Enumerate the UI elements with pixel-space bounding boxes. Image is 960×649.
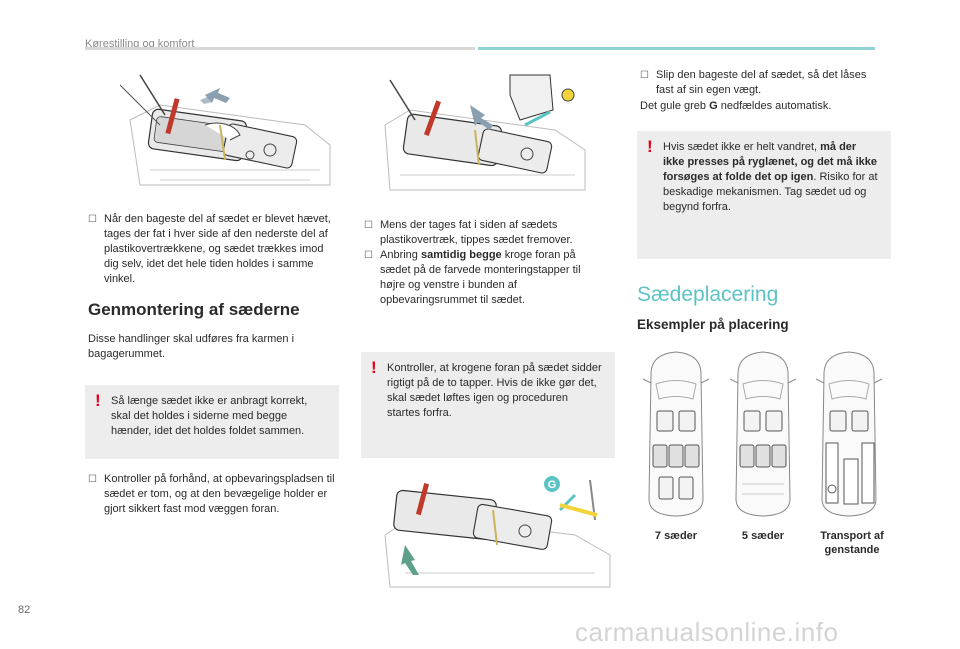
instruction-bullet: ☐ Slip den bageste del af sædet, så det … bbox=[640, 69, 867, 96]
bullet-marker-icon: ☐ bbox=[88, 214, 97, 225]
car-cargo-diagram bbox=[815, 351, 883, 517]
seat-lowering-illustration: G bbox=[384, 476, 611, 588]
warning-box: ! Kontroller, at krogene foran på sædet … bbox=[361, 352, 615, 458]
warning-icon: ! bbox=[95, 391, 101, 410]
warning-icon: ! bbox=[371, 358, 377, 377]
header-rule bbox=[85, 47, 475, 50]
subsection-title: Eksempler på placering bbox=[637, 317, 789, 332]
caption-7-seats: 7 sæder bbox=[654, 530, 698, 542]
instruction-bullet: ☐ Kontroller på forhånd, at opbevaringsp… bbox=[88, 473, 335, 515]
instruction-bullet: ☐ Mens der tages fat i siden af sædets p… bbox=[364, 219, 573, 246]
watermark: carmanualsonline.info bbox=[575, 617, 839, 647]
bullet-marker-icon: ☐ bbox=[364, 220, 373, 231]
section-heading: Genmontering af sæderne bbox=[88, 300, 300, 319]
intro-paragraph: Disse handlinger skal udføres fra karmen… bbox=[88, 333, 295, 360]
bullet-marker-icon: ☐ bbox=[364, 250, 373, 261]
warning-box: ! Så længe sædet ikke er anbragt korrekt… bbox=[85, 385, 339, 459]
page-number: 82 bbox=[18, 604, 31, 616]
bullet-marker-icon: ☐ bbox=[88, 474, 97, 485]
warning-icon: ! bbox=[647, 137, 653, 156]
label-g: G bbox=[548, 479, 557, 491]
info-paragraph: Det gule greb G nedfældes automatisk. bbox=[640, 100, 832, 112]
warning-box: ! Hvis sædet ikke er helt vandret, må de… bbox=[637, 131, 891, 259]
car-5-seats-diagram bbox=[729, 351, 797, 517]
bullet-marker-icon: ☐ bbox=[640, 70, 649, 81]
seat-tilt-illustration bbox=[384, 74, 586, 191]
section-title: Sædeplacering bbox=[637, 283, 779, 306]
caption-cargo: Transport af genstande bbox=[820, 530, 884, 556]
header-rule-accent bbox=[478, 47, 875, 50]
instruction-bullet: ☐ Anbring samtidig begge kroge foran på … bbox=[364, 249, 581, 306]
car-7-seats-diagram bbox=[642, 351, 710, 517]
caption-5-seats: 5 sæder bbox=[741, 530, 785, 542]
seat-removal-illustration bbox=[120, 74, 331, 186]
instruction-bullet: ☐ Når den bageste del af sædet er blevet… bbox=[88, 213, 331, 285]
